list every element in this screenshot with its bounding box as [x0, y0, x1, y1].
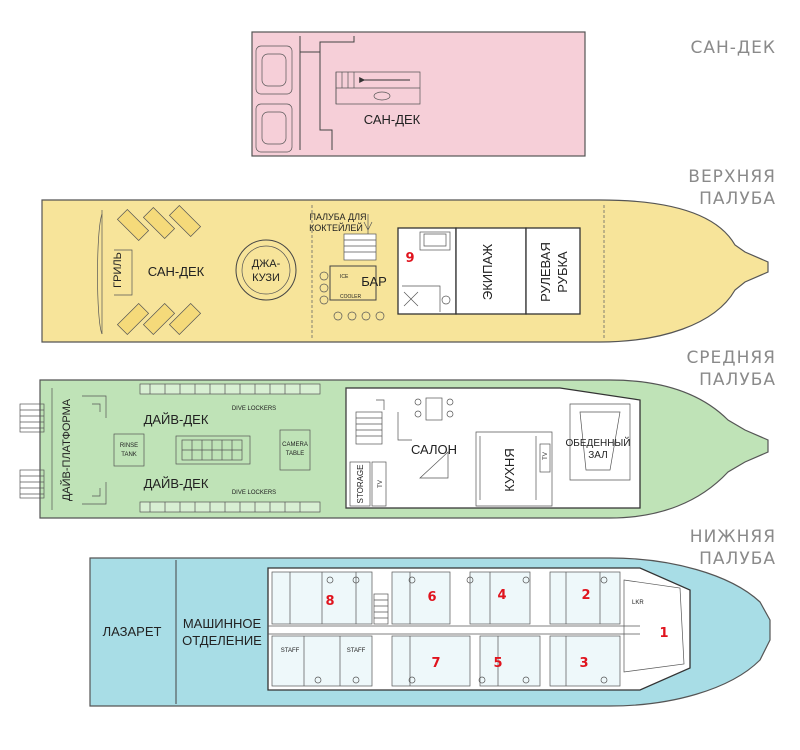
staff-label-2: STAFF	[347, 648, 366, 654]
grill-label: ГРИЛЬ	[112, 252, 124, 288]
dive-platform-label: ДАЙВ-ПЛАТФОРМА	[60, 398, 73, 501]
cabin-number-4: 4	[497, 588, 506, 603]
dining-label: ОБЕДЕННЫЙ	[566, 436, 631, 449]
lower-cabins-bottom	[271, 635, 621, 687]
upper-stairs	[343, 214, 377, 261]
bar-counter	[329, 265, 377, 301]
infirmary-label: ЛАЗАРЕТ	[103, 624, 162, 639]
dive-lockers-bottom	[139, 501, 321, 513]
camera-table-label-2: TABLE	[286, 451, 305, 457]
cabin-number-9: 9	[405, 251, 414, 266]
cabin-1	[623, 579, 685, 673]
wheelhouse-label-2: РУБКА	[555, 251, 570, 293]
dive-lockers-top-label: DIVE LOCKERS	[232, 406, 276, 412]
cabin-9	[397, 227, 457, 315]
cocktail-deck-label: ПАЛУБА ДЛЯ	[309, 212, 366, 222]
ice-label: ICE	[340, 274, 349, 280]
sunbed-bottom	[255, 103, 293, 153]
lower-deck-title: НИЖНЯЯ ПАЛУБА	[689, 527, 776, 569]
kitchen	[475, 431, 553, 507]
lower-stairs	[373, 593, 389, 625]
middle-deck-title: СРЕДНЯЯ ПАЛУБА	[686, 348, 776, 390]
crew-label: ЭКИПАЖ	[480, 244, 495, 300]
camera-table	[279, 429, 311, 471]
rinse-tank-label-2: TANK	[121, 452, 137, 458]
sun-deck: САН-ДЕК	[251, 31, 586, 157]
crew-room	[455, 227, 527, 315]
dive-bench	[175, 435, 251, 465]
lower-deck: ЛАЗАРЕТ МАШИННОЕ ОТДЕЛЕНИЕ 8 6 4 2 LKR 1	[89, 557, 771, 707]
cocktail-deck-label-2: КОКТЕЙЛЕЙ	[309, 222, 363, 233]
camera-table-label: CAMERA	[282, 442, 308, 448]
lkr-label: LKR	[632, 600, 644, 606]
dining-room	[569, 403, 631, 481]
salon-label: САЛОН	[411, 442, 457, 457]
sunbeds-upper	[116, 204, 202, 336]
kitchen-label: КУХНЯ	[502, 448, 517, 491]
upper-deck: ГРИЛЬ САН-ДЕК ДЖА- КУЗИ ПАЛУБА ДЛЯ КОКТЕ…	[41, 199, 769, 343]
tv-label-salon: TV	[378, 480, 384, 488]
upper-sundeck-label: САН-ДЕК	[148, 264, 205, 279]
wheelhouse	[525, 227, 581, 315]
dining-label-2: ЗАЛ	[588, 450, 608, 461]
staff-label-1: STAFF	[281, 648, 300, 654]
bar-label: БАР	[361, 274, 387, 289]
engine-room-label-2: ОТДЕЛЕНИЕ	[182, 633, 262, 648]
middle-stairs	[355, 399, 385, 445]
sun-deck-title: САН-ДЕК	[690, 38, 776, 58]
bar-stools	[319, 271, 385, 321]
storage-label: STORAGE	[356, 465, 365, 504]
cabin-number-7: 7	[431, 656, 440, 671]
upper-deck-title: ВЕРХНЯЯ ПАЛУБА	[688, 167, 776, 209]
sun-deck-hull	[251, 31, 586, 157]
cabin-number-3: 3	[579, 656, 588, 671]
dive-lockers-top	[139, 383, 321, 395]
salon-tables	[397, 397, 454, 479]
jacuzzi-label-2: КУЗИ	[252, 272, 280, 284]
cabin-number-6: 6	[427, 590, 436, 605]
cabin-number-1: 1	[659, 626, 668, 641]
dive-deck-bottom-label: ДАЙВ-ДЕК	[144, 476, 209, 491]
tv-label-dining: TV	[543, 452, 549, 460]
cabin-number-2: 2	[581, 588, 590, 603]
sun-deck-label: САН-ДЕК	[364, 112, 421, 127]
engine-room-label: МАШИННОЕ	[183, 616, 262, 631]
rinse-tank-label: RINSE	[120, 443, 138, 449]
jacuzzi-label: ДЖА-	[252, 258, 281, 270]
storage	[349, 461, 371, 507]
jacuzzi	[235, 239, 297, 301]
sunbed-top	[255, 45, 293, 95]
dive-lockers-bottom-label: DIVE LOCKERS	[232, 490, 276, 496]
rinse-tank	[113, 433, 145, 467]
wheelhouse-label: РУЛЕВАЯ	[538, 242, 553, 302]
middle-deck: ДАЙВ-ПЛАТФОРМА DIVE LOCKERS DIVE LOCKERS…	[19, 379, 769, 519]
cooler-label: COOLER	[340, 294, 362, 300]
dive-deck-top-label: ДАЙВ-ДЕК	[144, 412, 209, 427]
cabin-number-5: 5	[493, 656, 502, 671]
lower-cabins-top	[271, 571, 621, 625]
cabin-number-8: 8	[325, 594, 334, 609]
